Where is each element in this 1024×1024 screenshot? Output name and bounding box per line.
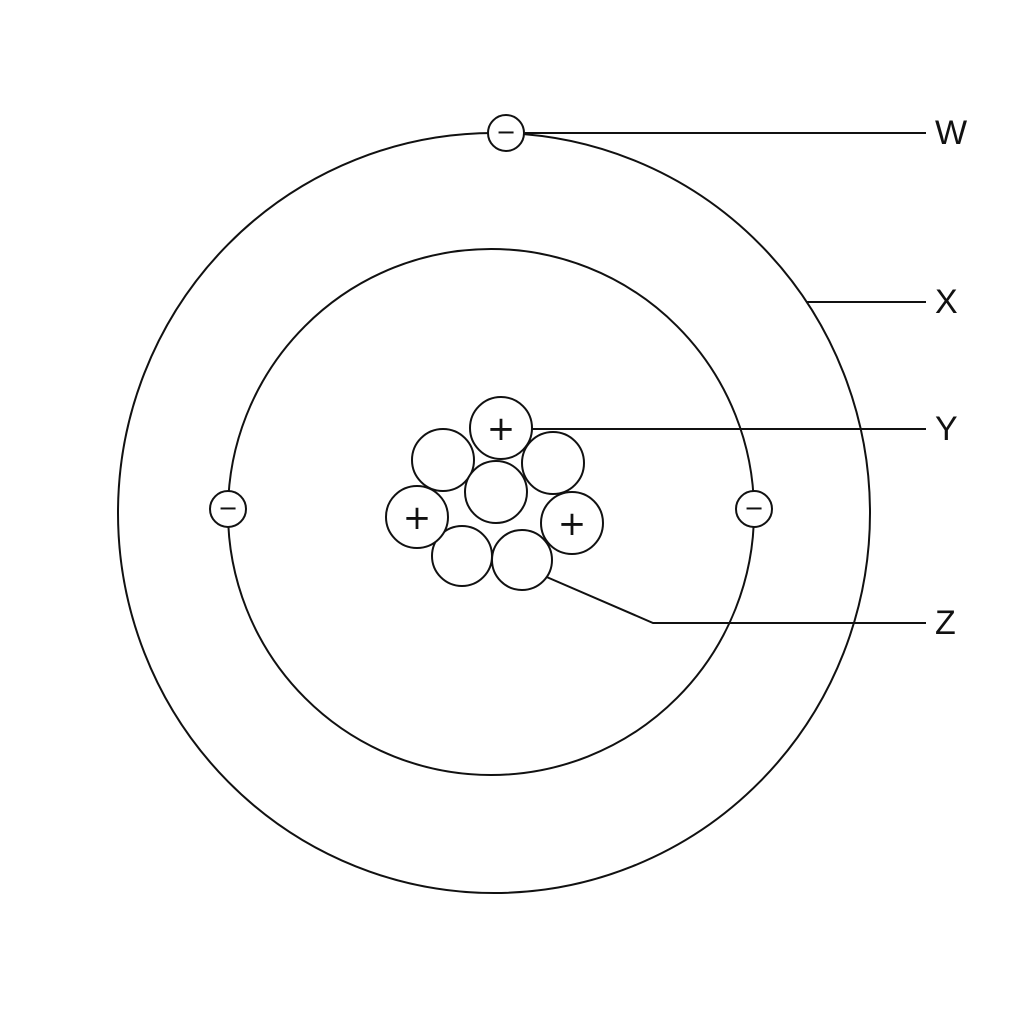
proton-sign: + (487, 409, 516, 449)
leader-line-z (541, 574, 926, 624)
nucleus: + + + (385, 396, 604, 591)
proton (540, 491, 604, 555)
electron-right: − (735, 490, 773, 528)
proton-sign: + (558, 504, 587, 544)
label-z: Z (935, 604, 956, 642)
neutron (521, 431, 585, 495)
electron (487, 114, 525, 152)
label-w: W (935, 114, 967, 152)
electron-sign: − (218, 494, 238, 522)
electron-top: − (487, 114, 525, 152)
neutron (411, 428, 475, 492)
proton (385, 485, 449, 549)
neutron (491, 529, 553, 591)
electron-sign: − (496, 118, 516, 146)
proton-sign: + (403, 498, 432, 538)
electron (209, 490, 247, 528)
label-x: X (935, 283, 958, 321)
proton (469, 396, 533, 460)
label-y: Y (935, 410, 958, 448)
neutron (464, 460, 528, 524)
electron-left: − (209, 490, 247, 528)
electron-sign: − (744, 494, 764, 522)
electron (735, 490, 773, 528)
